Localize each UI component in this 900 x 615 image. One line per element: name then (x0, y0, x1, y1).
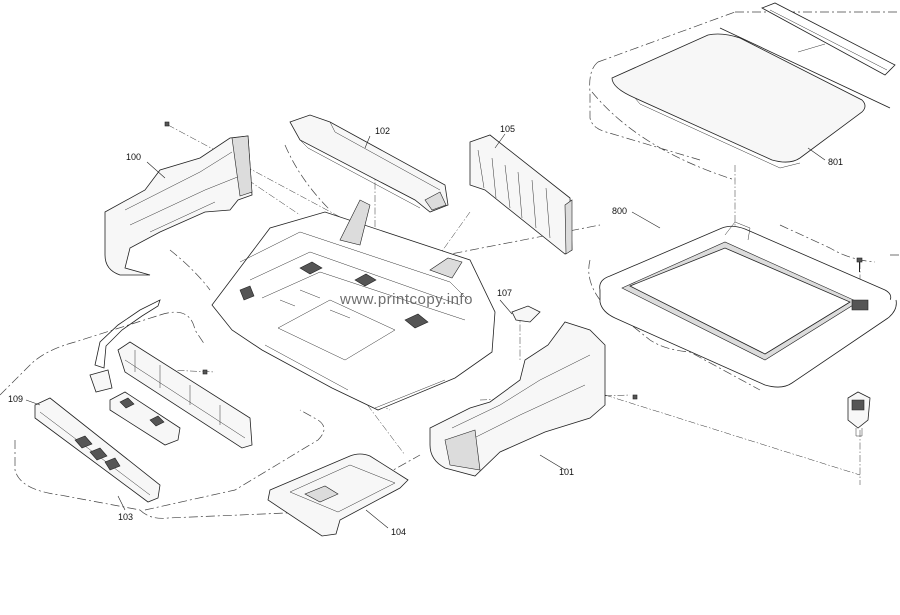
part-100-left-housing (104, 121, 253, 276)
callout-103: 103 (118, 512, 133, 522)
part-800-scanner-unit (599, 221, 897, 388)
part-panel-frame (117, 341, 253, 449)
callout-107: 107 (497, 288, 512, 298)
callout-801: 801 (828, 157, 843, 167)
part-102-top-cover (289, 114, 449, 213)
part-panel-cable (89, 299, 161, 393)
part-main-mechanism (211, 199, 496, 411)
part-101-right-housing (429, 321, 638, 477)
part-105-rear-cover (469, 134, 573, 255)
part-103-control-panel (34, 397, 161, 503)
callout-104: 104 (391, 527, 406, 537)
part-107-bracket (511, 305, 541, 323)
part-panel-board (109, 391, 181, 446)
part-801-scanner-cover (611, 27, 891, 169)
watermark: www.printcopy.info (339, 291, 473, 308)
callout-800: 800 (612, 206, 627, 216)
screw-icon (202, 369, 208, 375)
callout-105: 105 (500, 124, 515, 134)
callout-101: 101 (559, 467, 574, 477)
part-801-cover-strip (761, 2, 896, 76)
callout-100: 100 (126, 152, 141, 162)
screw-icon (856, 257, 863, 272)
callout-102: 102 (375, 126, 390, 136)
group-boundary-scanner (588, 11, 900, 391)
part-hinge (847, 391, 871, 437)
callout-109: 109 (8, 394, 23, 404)
part-104-paper-tray (267, 453, 409, 537)
callout-leaders (25, 133, 826, 529)
